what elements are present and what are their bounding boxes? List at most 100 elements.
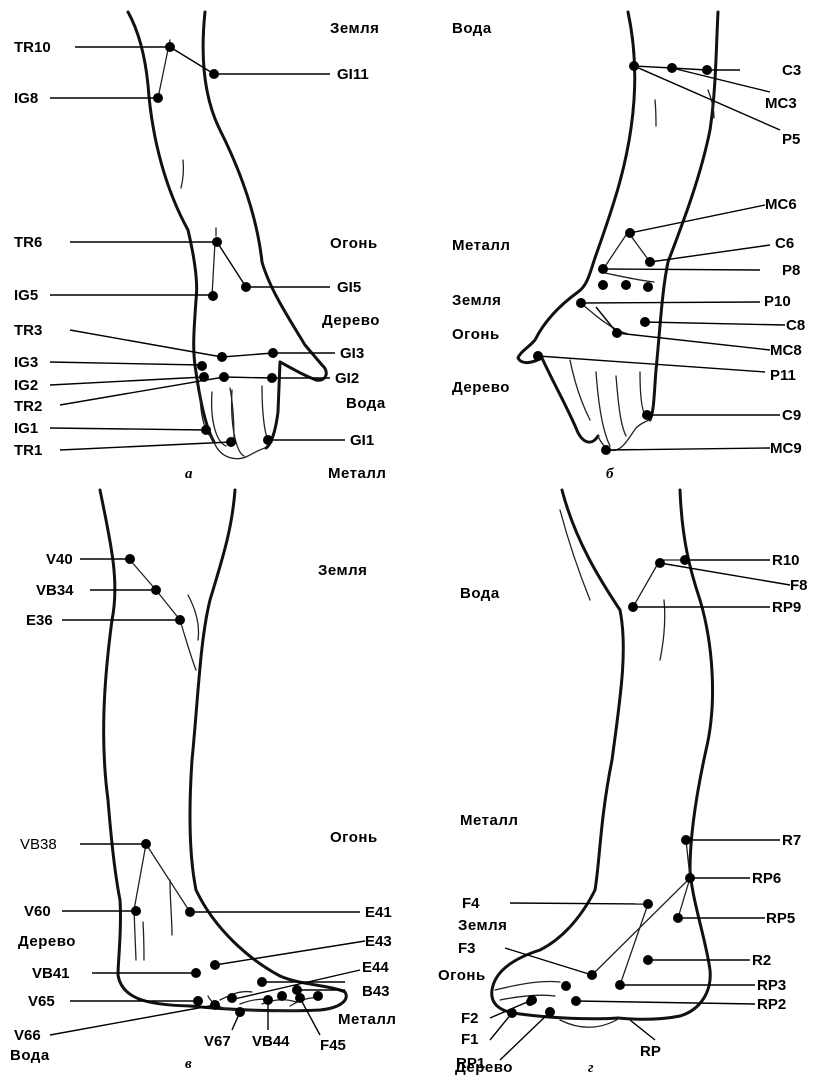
label-RP2: RP2 xyxy=(757,996,786,1013)
label-E41: E41 xyxy=(365,904,392,921)
label-P10: P10 xyxy=(764,293,791,310)
point-F3 xyxy=(587,970,597,980)
element-metal-d: Металл xyxy=(460,812,518,829)
label-F4: F4 xyxy=(462,895,480,912)
point-GI1 xyxy=(263,435,273,445)
element-fire-d: Огонь xyxy=(438,967,486,984)
point-RP5 xyxy=(673,913,683,923)
label-F3: F3 xyxy=(458,940,476,957)
point-TR3 xyxy=(217,352,227,362)
element-water-b: Вода xyxy=(452,20,492,37)
point-VB44 xyxy=(263,995,273,1005)
label-P11: P11 xyxy=(770,367,796,384)
point-MC8 xyxy=(612,328,622,338)
point-E44 xyxy=(257,977,267,987)
element-wood-d: Дерево xyxy=(455,1059,513,1076)
panel-letter-a: а xyxy=(185,466,193,482)
label-TR6: TR6 xyxy=(14,234,42,251)
label-RP5: RP5 xyxy=(766,910,795,927)
point-F8 xyxy=(655,558,665,568)
label-V65: V65 xyxy=(28,993,55,1010)
point-R10 xyxy=(680,555,690,565)
toe-point-3 xyxy=(313,991,323,1001)
point-IG8 xyxy=(153,93,163,103)
arm-outline-a xyxy=(128,12,326,459)
panel-a: TR10 IG8 GI11 TR6 IG5 GI5 TR3 IG3 IG2 TR… xyxy=(14,12,386,482)
element-fire-c: Огонь xyxy=(330,829,378,846)
point-P11 xyxy=(533,351,543,361)
label-F45: F45 xyxy=(320,1037,346,1054)
label-GI1: GI1 xyxy=(350,432,374,449)
point-RP9 xyxy=(628,602,638,612)
label-GI3: GI3 xyxy=(340,345,364,362)
label-MC3: MC3 xyxy=(765,95,797,112)
label-F8: F8 xyxy=(790,577,808,594)
point-IG2 xyxy=(199,372,209,382)
label-P5: P5 xyxy=(782,131,800,148)
element-metal-c: Металл xyxy=(338,1011,396,1028)
point-P8 xyxy=(598,264,608,274)
foot-point-2 xyxy=(526,998,534,1006)
toe-point-1 xyxy=(227,993,237,1003)
panel-letter-b: б xyxy=(606,466,614,482)
toe-point-2 xyxy=(277,991,287,1001)
label-VB38: VB38 xyxy=(20,836,57,853)
element-earth-d: Земля xyxy=(458,917,507,934)
label-IG2: IG2 xyxy=(14,377,38,394)
label-IG3: IG3 xyxy=(14,354,38,371)
point-VB34 xyxy=(151,585,161,595)
element-metal-a: Металл xyxy=(328,465,386,482)
point-GI2 xyxy=(267,373,277,383)
point-F4 xyxy=(643,899,653,909)
label-P8: P8 xyxy=(782,262,800,279)
label-RP9: RP9 xyxy=(772,599,801,616)
label-F1: F1 xyxy=(461,1031,479,1048)
label-V40: V40 xyxy=(46,551,73,568)
label-V67: V67 xyxy=(204,1033,231,1050)
element-earth-a: Земля xyxy=(330,20,379,37)
wrist-point-2 xyxy=(621,280,631,290)
label-VB34: VB34 xyxy=(36,582,74,599)
point-GI3 xyxy=(268,348,278,358)
point-IG5 xyxy=(208,291,218,301)
point-VB38 xyxy=(141,839,151,849)
label-C3: C3 xyxy=(782,62,801,79)
label-C6: C6 xyxy=(775,235,794,252)
point-R2 xyxy=(643,955,653,965)
point-IG3 xyxy=(197,361,207,371)
label-IG1: IG1 xyxy=(14,420,38,437)
point-E36 xyxy=(175,615,185,625)
point-RP1 xyxy=(545,1007,555,1017)
label-R7: R7 xyxy=(782,832,801,849)
label-IG5: IG5 xyxy=(14,287,38,304)
point-MC3 xyxy=(629,61,639,71)
element-water-c: Вода xyxy=(10,1047,50,1064)
panel-letter-c: в xyxy=(185,1056,192,1072)
point-P10 xyxy=(576,298,586,308)
label-C8: C8 xyxy=(786,317,805,334)
label-GI5: GI5 xyxy=(337,279,361,296)
label-E44: E44 xyxy=(362,959,389,976)
point-GI5 xyxy=(241,282,251,292)
point-C3 xyxy=(702,65,712,75)
label-V60: V60 xyxy=(24,903,51,920)
label-GI2: GI2 xyxy=(335,370,359,387)
label-MC6: MC6 xyxy=(765,196,797,213)
point-E41 xyxy=(185,907,195,917)
label-E36: E36 xyxy=(26,612,53,629)
label-B43: B43 xyxy=(362,983,390,1000)
label-GI11: GI11 xyxy=(337,66,369,83)
wrist-point-3 xyxy=(643,282,653,292)
label-F2: F2 xyxy=(461,1010,479,1027)
label-MC8: MC8 xyxy=(770,342,802,359)
point-C9 xyxy=(642,410,652,420)
point-TR10 xyxy=(165,42,175,52)
label-R10: R10 xyxy=(772,552,800,569)
label-TR10: TR10 xyxy=(14,39,51,56)
point-P5 xyxy=(667,63,677,73)
element-metal-b: Металл xyxy=(452,237,510,254)
label-E43: E43 xyxy=(365,933,392,950)
label-TR2: TR2 xyxy=(14,398,42,415)
label-IG8: IG8 xyxy=(14,90,38,107)
label-TR3: TR3 xyxy=(14,322,42,339)
